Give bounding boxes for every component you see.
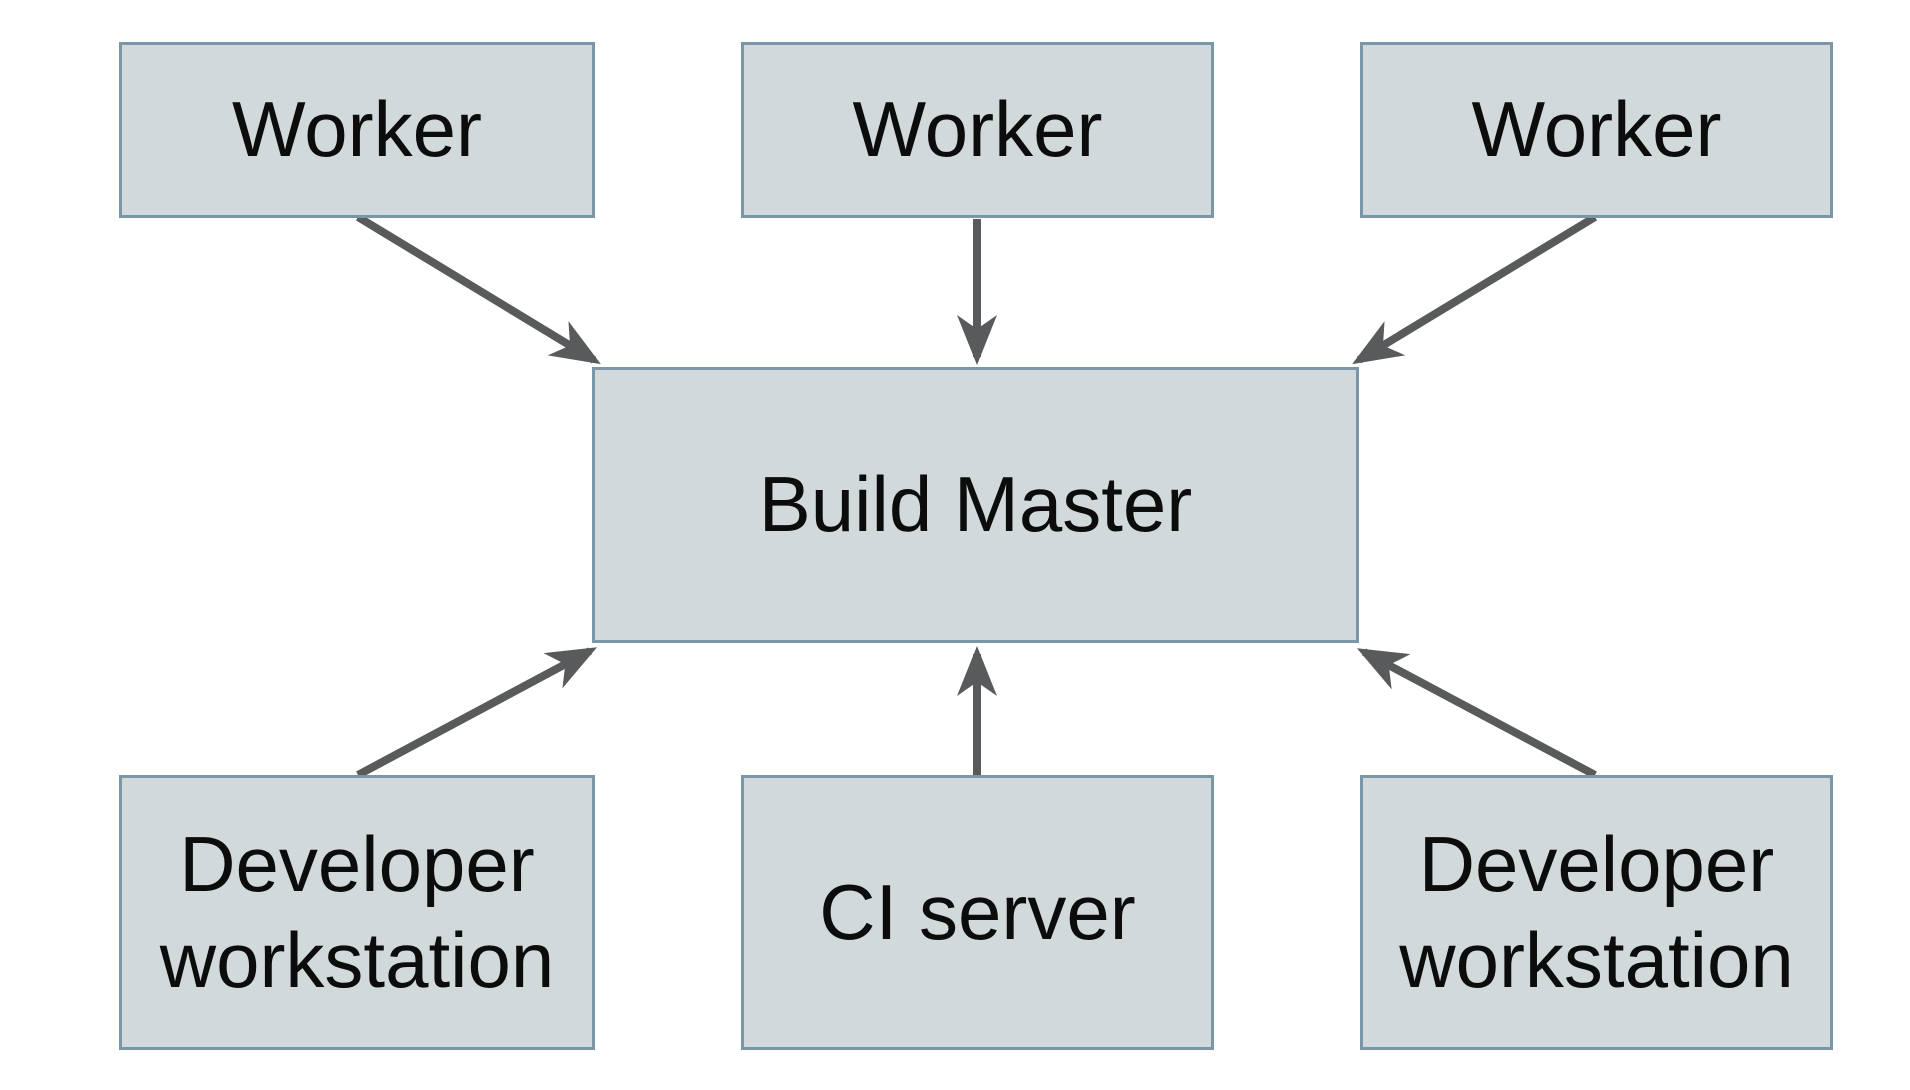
node-worker-3-label: Worker [1471, 85, 1722, 174]
node-ci-server: CI server [741, 775, 1214, 1050]
arrow-devworkstation-right-to-buildmaster [1356, 648, 1597, 779]
node-build-master-label: Build Master [758, 460, 1193, 549]
node-developer-workstation-left: Developer workstation [119, 775, 595, 1050]
node-worker-3: Worker [1360, 42, 1833, 218]
arrow-worker3-to-buildmaster [1352, 213, 1598, 365]
node-build-master: Build Master [592, 367, 1359, 643]
node-worker-1: Worker [119, 42, 595, 218]
arrow-worker1-to-buildmaster [355, 213, 601, 365]
node-developer-workstation-right-label: Developer workstation [1399, 820, 1794, 1004]
node-ci-server-label: CI server [819, 867, 1136, 956]
node-worker-2: Worker [741, 42, 1214, 218]
node-worker-2-label: Worker [852, 85, 1103, 174]
node-developer-workstation-left-label: Developer workstation [159, 820, 555, 1004]
node-developer-workstation-right: Developer workstation [1360, 775, 1833, 1050]
node-worker-1-label: Worker [232, 85, 482, 174]
arrow-devworkstation-left-to-buildmaster [356, 647, 598, 779]
